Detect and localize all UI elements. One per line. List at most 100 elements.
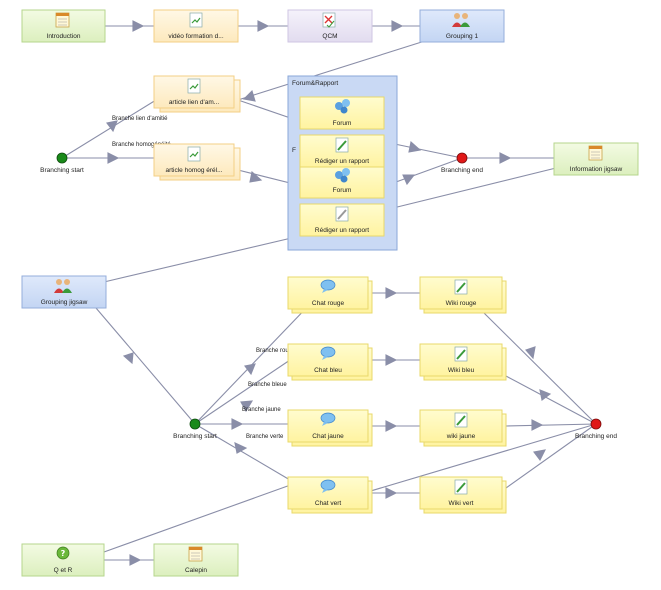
transition-arrow (385, 287, 398, 299)
transition-line (194, 359, 291, 425)
wiki-pencil-icon (454, 346, 468, 362)
transition-arrow (257, 20, 270, 32)
notebook-icon (188, 546, 203, 562)
activity-label: Chat vert (315, 500, 342, 507)
transition-line (61, 99, 157, 159)
transition-line (194, 301, 313, 425)
activity-article-homog[interactable]: article homog érél... (153, 143, 241, 181)
activity-label: Chat bleu (314, 367, 342, 374)
forum-bubbles-icon (335, 99, 350, 114)
transition-arrow (107, 152, 120, 164)
container-title-overlap: F (292, 147, 296, 154)
activity-label: Wiki vert (449, 500, 474, 507)
chat-bubble-icon (320, 346, 336, 360)
transition-line (103, 482, 297, 553)
svg-text:?: ? (61, 549, 66, 558)
branch-label-jaune: Branche jaune (242, 407, 281, 413)
resource-page-icon (189, 12, 203, 28)
activity-label: Rédiger un rapport (315, 158, 369, 165)
branching-label: Branching end (441, 167, 483, 174)
activity-wiki-rouge[interactable]: Wiki rouge (419, 276, 507, 314)
transition-line (95, 307, 196, 425)
transition-line (103, 235, 301, 283)
activity-chat-vert[interactable]: Chat vert (287, 476, 373, 514)
activity-qcm[interactable]: QCM (287, 9, 373, 43)
transition-arrow (525, 346, 536, 360)
activity-label: vidéo formation d... (168, 33, 223, 40)
branching-end-2[interactable]: Branching end (575, 418, 617, 440)
branching-start-2[interactable]: Branching start (173, 418, 217, 440)
activity-label: Chat jaune (312, 433, 344, 440)
activity-rediger-top[interactable]: Rédiger un rapport (299, 134, 385, 168)
activity-calepin[interactable]: Calepin (153, 543, 239, 577)
activity-label: Calepin (185, 567, 207, 574)
activity-label: article lien d'am... (169, 99, 220, 106)
notebook-icon (55, 12, 70, 28)
container-forum-rapport[interactable]: Forum&Rapport F Forum Forum (287, 75, 398, 251)
transition-line (384, 141, 463, 159)
wiki-pencil-icon (454, 412, 468, 428)
branch-label-lien: Branche lien d'amitié (112, 116, 168, 122)
transition-arrow (385, 420, 398, 432)
branching-label: Branching end (575, 433, 617, 440)
activity-video[interactable]: vidéo formation d... (153, 9, 239, 43)
activity-introduction[interactable]: Introduction (21, 9, 106, 43)
activity-label: article homog érél... (165, 167, 222, 174)
activity-chat-rouge[interactable]: Chat rouge (287, 276, 373, 314)
chat-bubble-icon (320, 412, 336, 426)
activity-label: QCM (322, 33, 337, 40)
group-people-icon (54, 279, 72, 293)
transition-arrow (391, 20, 404, 32)
transition-arrow (249, 170, 263, 183)
transition-line (505, 375, 597, 425)
activity-q-et-r[interactable]: ? Q et R (21, 543, 105, 577)
transition-line (237, 39, 429, 101)
transition-line (384, 157, 463, 187)
notebook-icon (588, 145, 603, 161)
transition-arrow (240, 400, 254, 413)
transition-arrow (499, 152, 512, 164)
transition-arrow (122, 352, 134, 365)
activity-label: Rédiger un rapport (315, 227, 369, 234)
activity-label: Grouping jigsaw (41, 299, 88, 306)
activity-rediger-bottom[interactable]: Rédiger un rapport (299, 203, 385, 237)
transition-arrow (234, 442, 248, 454)
activity-forum-top[interactable]: Forum (299, 96, 385, 130)
activity-forum-bottom[interactable]: Forum (299, 165, 385, 199)
activity-label: Introduction (47, 33, 81, 40)
group-people-icon (452, 13, 470, 27)
activity-label: wiki jaune (446, 433, 476, 440)
chat-bubble-icon (320, 279, 336, 293)
resource-page-icon (187, 146, 201, 162)
transition-line (505, 423, 597, 489)
branch-label-rouge: Branche rouge (256, 348, 296, 354)
activity-wiki-jaune[interactable]: wiki jaune (419, 409, 507, 447)
activity-information-jigsaw[interactable]: Information jigsaw (553, 142, 639, 176)
branching-label: Branching start (40, 167, 84, 174)
wiki-pencil-icon (454, 479, 468, 495)
transition-arrow (244, 363, 256, 376)
resource-page-icon (187, 78, 201, 94)
activity-grouping1[interactable]: Grouping 1 (419, 9, 505, 43)
transition-line (194, 423, 291, 481)
activity-wiki-bleu[interactable]: Wiki bleu (419, 343, 507, 381)
activity-label: Information jigsaw (570, 166, 623, 173)
question-icon: ? (56, 546, 70, 560)
transition-arrow (402, 174, 416, 186)
wiki-pencil-icon (454, 279, 468, 295)
branch-label-bleue: Branche bleue (248, 382, 287, 388)
quiz-icon (322, 12, 336, 28)
transition-arrow (385, 487, 398, 499)
activity-wiki-vert[interactable]: Wiki vert (419, 476, 507, 514)
activity-grouping-jigsaw[interactable]: Grouping jigsaw (21, 275, 107, 309)
branching-end-1[interactable]: Branching end (441, 152, 483, 174)
branching-start-1[interactable]: Branching start (40, 152, 84, 174)
activity-chat-jaune[interactable]: Chat jaune (287, 409, 373, 447)
activity-label: Wiki bleu (448, 367, 475, 374)
activity-chat-bleu[interactable]: Chat bleu (287, 343, 373, 381)
transition-arrow (408, 140, 422, 153)
transition-arrow (132, 20, 145, 32)
transition-arrow (242, 89, 256, 102)
activity-article-lien[interactable]: article lien d'am... (153, 75, 241, 113)
